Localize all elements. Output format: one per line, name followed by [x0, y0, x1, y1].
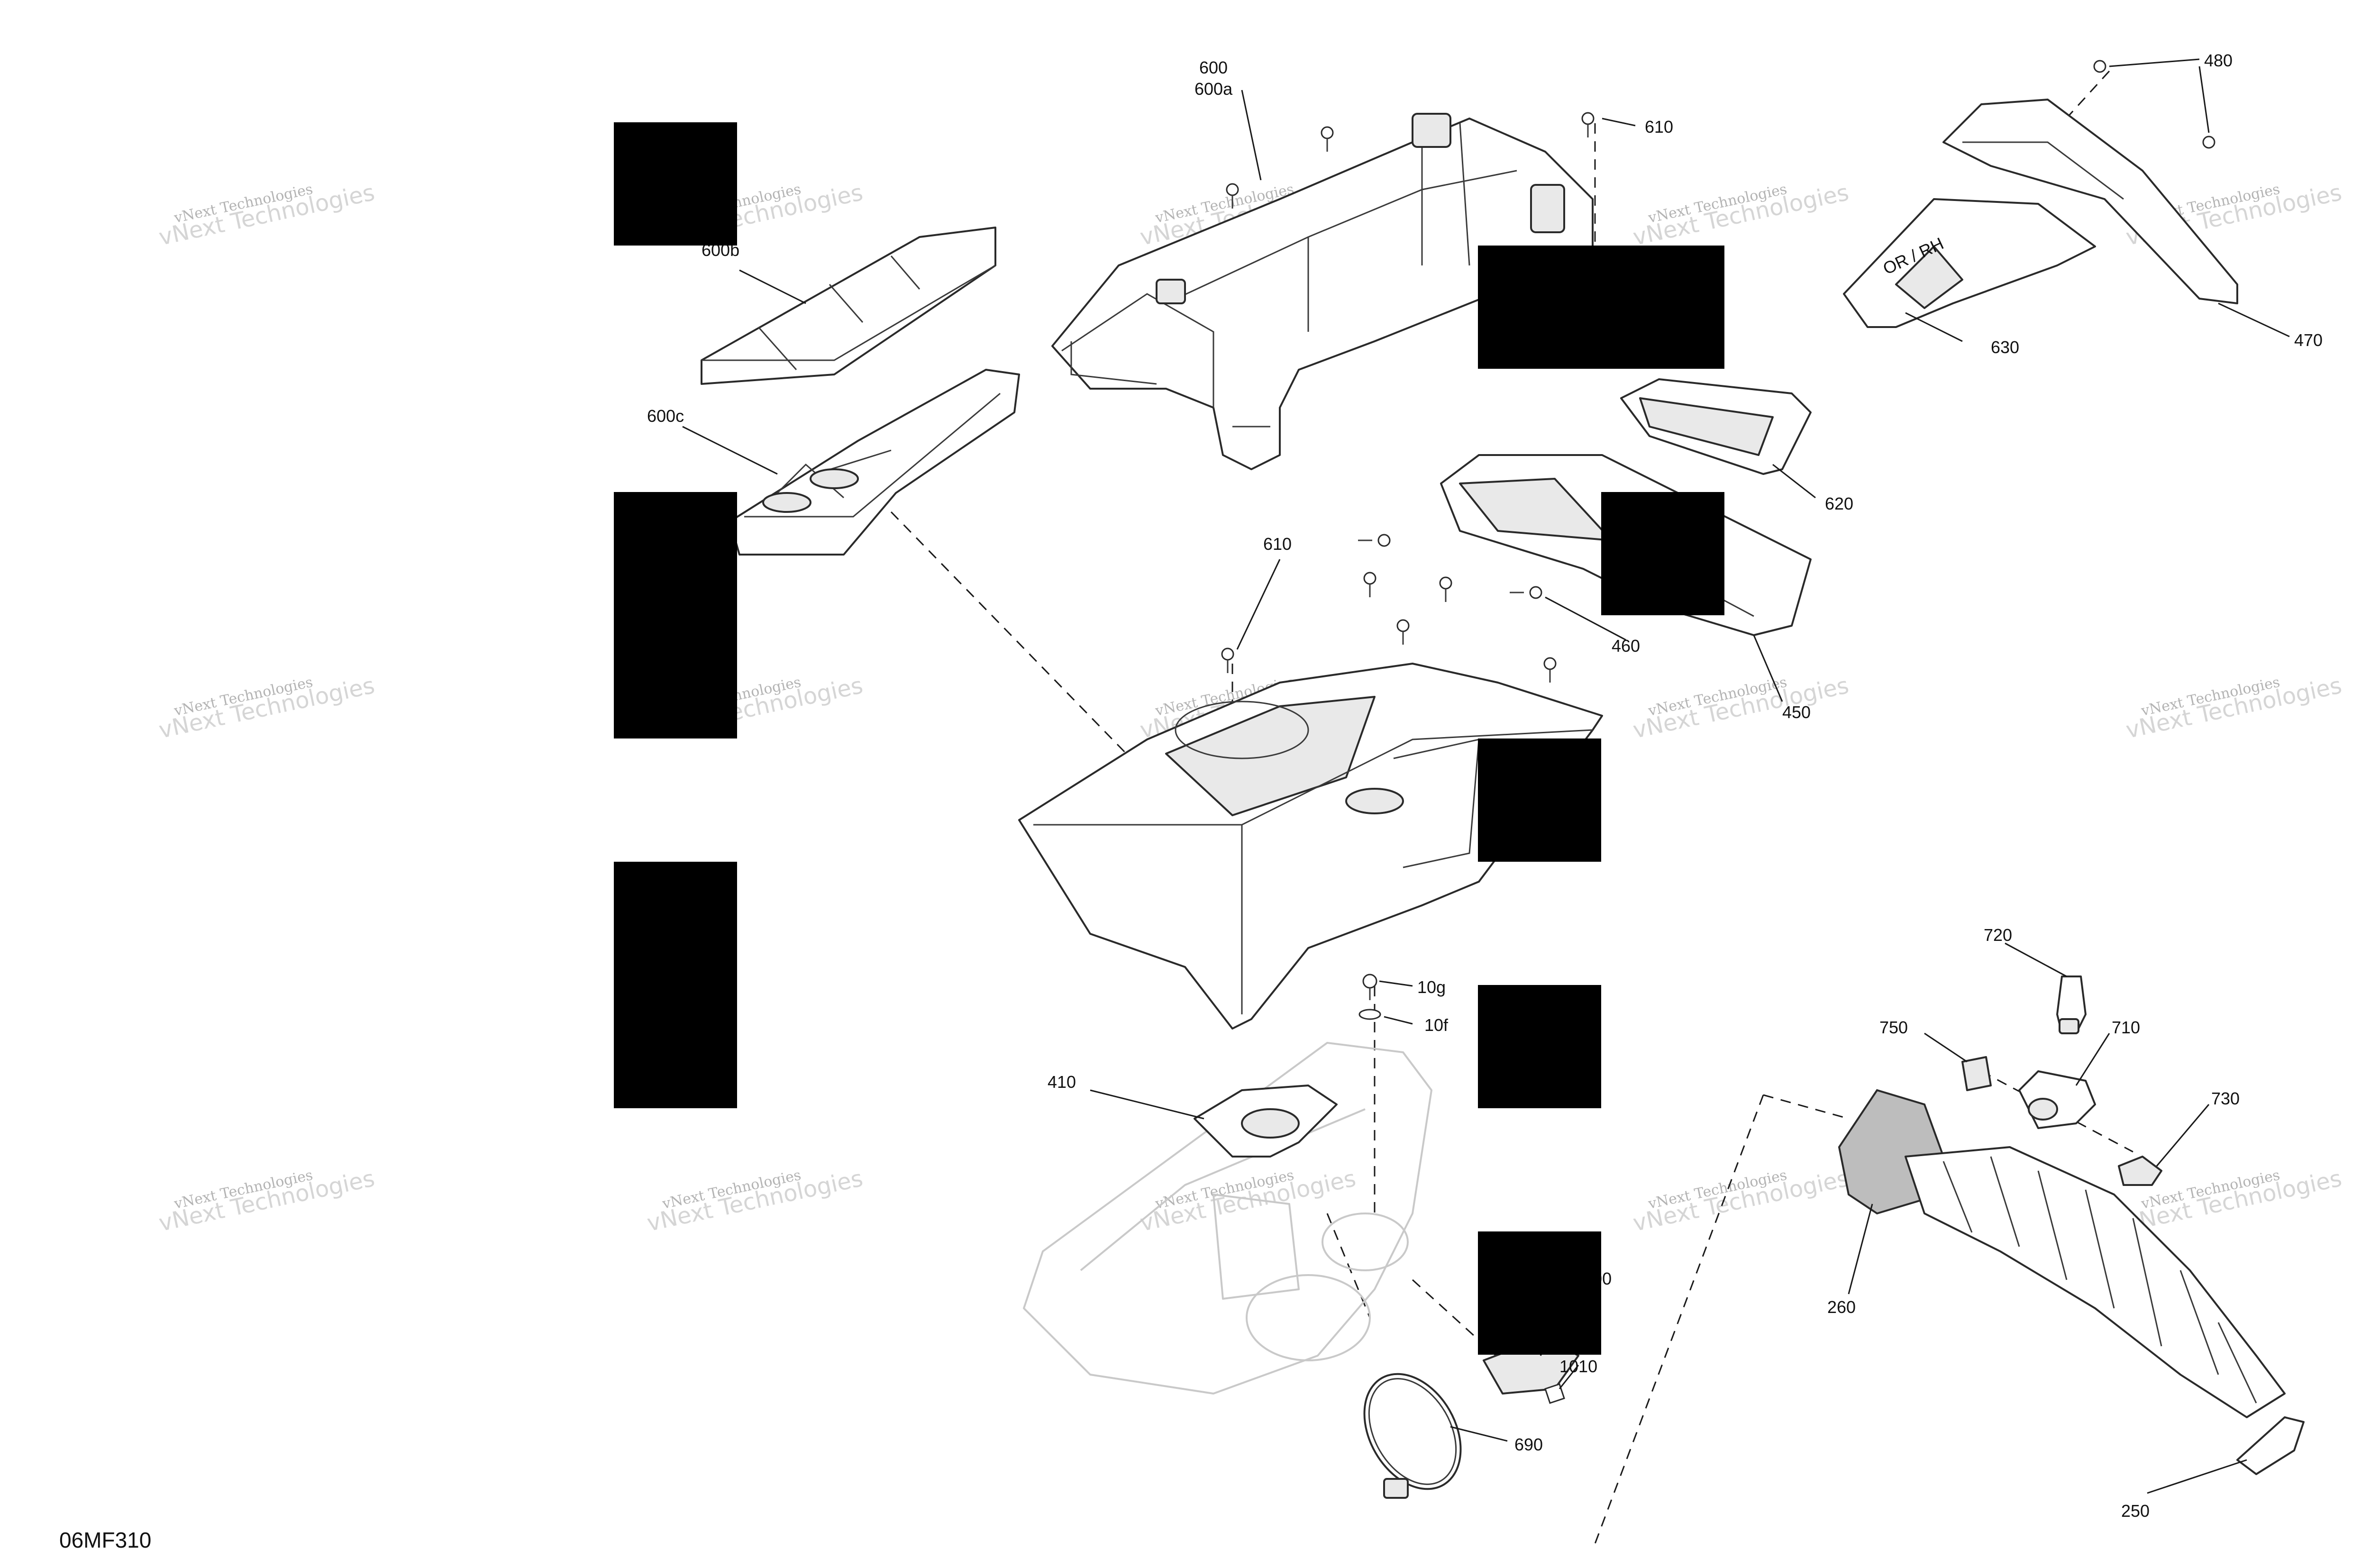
- part-250-clamp: [2236, 1416, 2305, 1475]
- part-690-clamp: [1363, 1373, 1462, 1499]
- callout-600c: 600c: [647, 406, 684, 426]
- callout-600: 600: [1199, 58, 1228, 77]
- callout-720: 720: [1984, 925, 2012, 945]
- part-600b-cover: [701, 227, 996, 385]
- part-630-duct: OR / RH: [1843, 198, 2096, 328]
- part-600-upper-airbox: [1051, 113, 1594, 470]
- part-main-airbox-lid: [1018, 663, 1603, 1030]
- callout-630: 630: [1991, 337, 2019, 357]
- redaction-block: [1478, 985, 1601, 1108]
- callout-10g: 10g: [1417, 977, 1446, 997]
- part-730-cap: [2118, 1156, 2162, 1186]
- part-600c-frame: [729, 369, 1020, 556]
- redaction-blocks: [614, 122, 1724, 1355]
- part-470-cover: [1942, 99, 2238, 304]
- hardware-screws: [1221, 60, 2215, 1020]
- redaction-block: [614, 862, 737, 1108]
- redaction-block: [1601, 492, 1724, 615]
- part-260-intake-hose: [1838, 1089, 2286, 1418]
- callout-610-top: 610: [1645, 117, 1673, 137]
- callout-730: 730: [2211, 1089, 2240, 1108]
- part-750-plug: [1961, 1056, 1992, 1091]
- callout-690: 690: [1514, 1435, 1543, 1454]
- redaction-block: [1478, 1231, 1601, 1355]
- callout-260: 260: [1827, 1297, 1856, 1317]
- part-720-sensor: [2056, 975, 2087, 1034]
- callout-labels: 600 600a 600b 600c 610 610 480 470 630 6…: [647, 51, 2323, 1521]
- part-710-elbow: [2018, 1070, 2096, 1129]
- callout-600a: 600a: [1194, 79, 1233, 99]
- callout-710: 710: [2112, 1018, 2140, 1037]
- redaction-block: [614, 492, 737, 738]
- callout-10f: 10f: [1424, 1015, 1449, 1035]
- callout-750: 750: [1879, 1018, 1908, 1037]
- callout-610-mid: 610: [1263, 534, 1292, 554]
- callout-620: 620: [1825, 494, 1853, 513]
- callout-460: 460: [1612, 636, 1640, 656]
- callout-1010: 1010: [1559, 1357, 1597, 1376]
- diagram-code: 06MF310: [59, 1528, 151, 1552]
- redaction-block: [1478, 246, 1724, 369]
- part-410-funnel: [1194, 1085, 1338, 1158]
- part-620-duct: [1620, 378, 1812, 475]
- callout-480: 480: [2204, 51, 2233, 70]
- callout-250: 250: [2121, 1501, 2150, 1521]
- redaction-block: [1478, 738, 1601, 862]
- callout-410: 410: [1048, 1072, 1076, 1092]
- redaction-block: [614, 122, 737, 246]
- callout-450: 450: [1782, 702, 1811, 722]
- callout-470: 470: [2294, 330, 2323, 350]
